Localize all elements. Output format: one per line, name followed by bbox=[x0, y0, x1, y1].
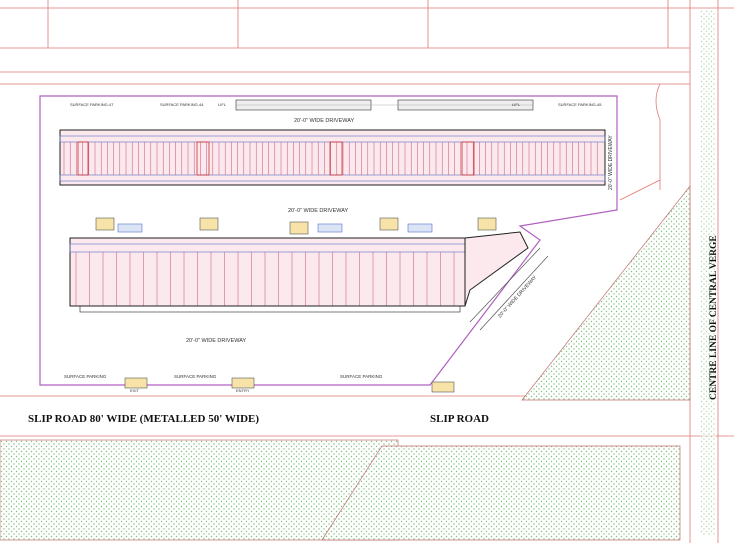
green-belt-right bbox=[521, 184, 691, 401]
lower-building-block bbox=[69, 217, 529, 313]
top-ramp-strip bbox=[235, 99, 534, 111]
diagonal-driveway bbox=[469, 247, 549, 331]
lift-label-2: LIFL bbox=[512, 102, 521, 107]
surface-parking-bottom-1: SURFACE PARKING bbox=[64, 374, 107, 379]
exit-gate[interactable] bbox=[124, 377, 148, 389]
slip-road-label: SLIP ROAD bbox=[430, 413, 489, 425]
top-building-block bbox=[59, 129, 606, 186]
driveway-label-middle: 20'-0" WIDE DRIVEWAY bbox=[288, 208, 348, 214]
driveway-label-diagonal: 20'-0" WIDE DRIVEWAY bbox=[497, 274, 538, 319]
green-belt-bottom-right bbox=[321, 445, 681, 541]
surface-parking-label-1: SURFACE PARKING-47 bbox=[70, 102, 114, 107]
top-unit-grid bbox=[63, 142, 598, 175]
lift-label-1: LIFL bbox=[218, 102, 227, 107]
green-belt-edge bbox=[700, 10, 716, 535]
surface-parking-label-3: SURFACE PARKING-45 bbox=[558, 102, 602, 107]
slip-road-wide-label: SLIP ROAD 80' WIDE (METALLED 50' WIDE) bbox=[28, 413, 259, 425]
lower-unit-grid bbox=[75, 252, 455, 306]
driveway-label-top: 20'-0" WIDE DRIVEWAY bbox=[294, 118, 354, 124]
surface-parking-bottom-3: SURFACE PARKING bbox=[340, 374, 383, 379]
surface-parking-label-2: SURFACE PARKING-44 bbox=[160, 102, 204, 107]
entry-gate[interactable] bbox=[231, 377, 255, 389]
driveway-label-bottom: 20'-0" WIDE DRIVEWAY bbox=[186, 338, 246, 344]
gates bbox=[124, 377, 455, 393]
entry-label: ENTRY bbox=[236, 388, 250, 393]
centre-line-label: CENTRE LINE OF CENTRAL VERGE bbox=[709, 235, 719, 400]
site-boundary bbox=[39, 95, 618, 386]
exit-label: EXIT bbox=[130, 388, 139, 393]
driveway-label-right: 20'-0" WIDE DRIVEWAY bbox=[608, 135, 614, 190]
green-belt-bottom-left bbox=[0, 439, 399, 541]
surface-parking-bottom-2: SURFACE PARKING bbox=[174, 374, 217, 379]
